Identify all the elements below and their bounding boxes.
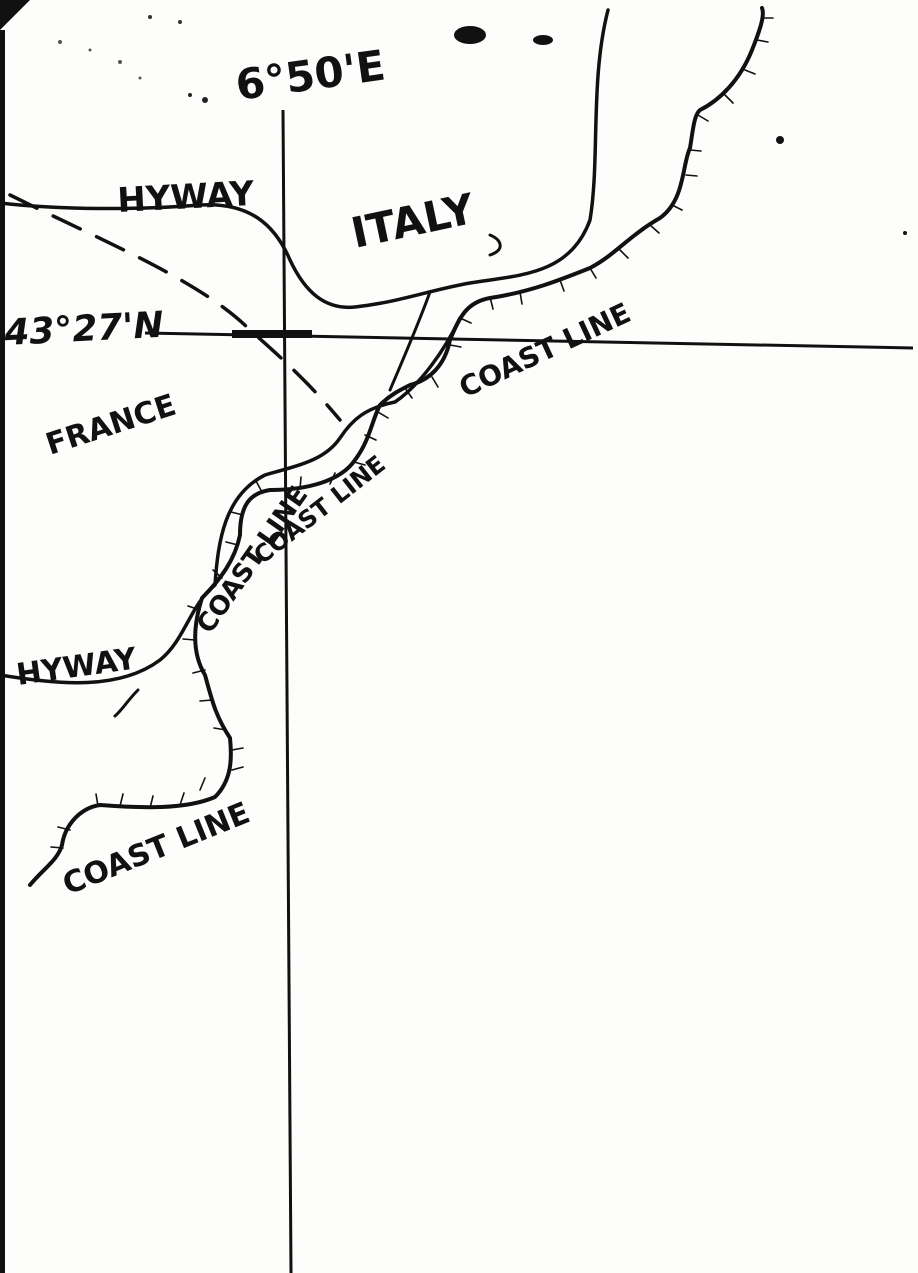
border-dashed-line xyxy=(8,193,342,422)
italy-label: ITALY xyxy=(347,184,479,258)
coast-label-3: COAST LINE xyxy=(191,481,314,639)
coast-label-4: COAST LINE xyxy=(58,796,255,903)
coast-label-1: COAST LINE xyxy=(454,296,636,404)
lower-highway-label: HYWAY xyxy=(14,641,140,693)
longitude-line xyxy=(281,109,293,1273)
intersection-marker xyxy=(232,330,312,338)
longitude-label: 6°50'E xyxy=(233,40,389,109)
upper-highway-label: HYWAY xyxy=(116,174,255,221)
coastline xyxy=(28,6,765,887)
upper-highway xyxy=(0,8,610,310)
france-label: FRANCE xyxy=(42,388,181,463)
coastline-hatching xyxy=(50,17,774,849)
lower-highway-tail xyxy=(113,688,140,718)
italy-border-branch xyxy=(388,290,432,392)
italy-inlet xyxy=(488,233,502,257)
lower-highway xyxy=(0,316,462,685)
latitude-label: 43°27'N xyxy=(2,305,164,354)
